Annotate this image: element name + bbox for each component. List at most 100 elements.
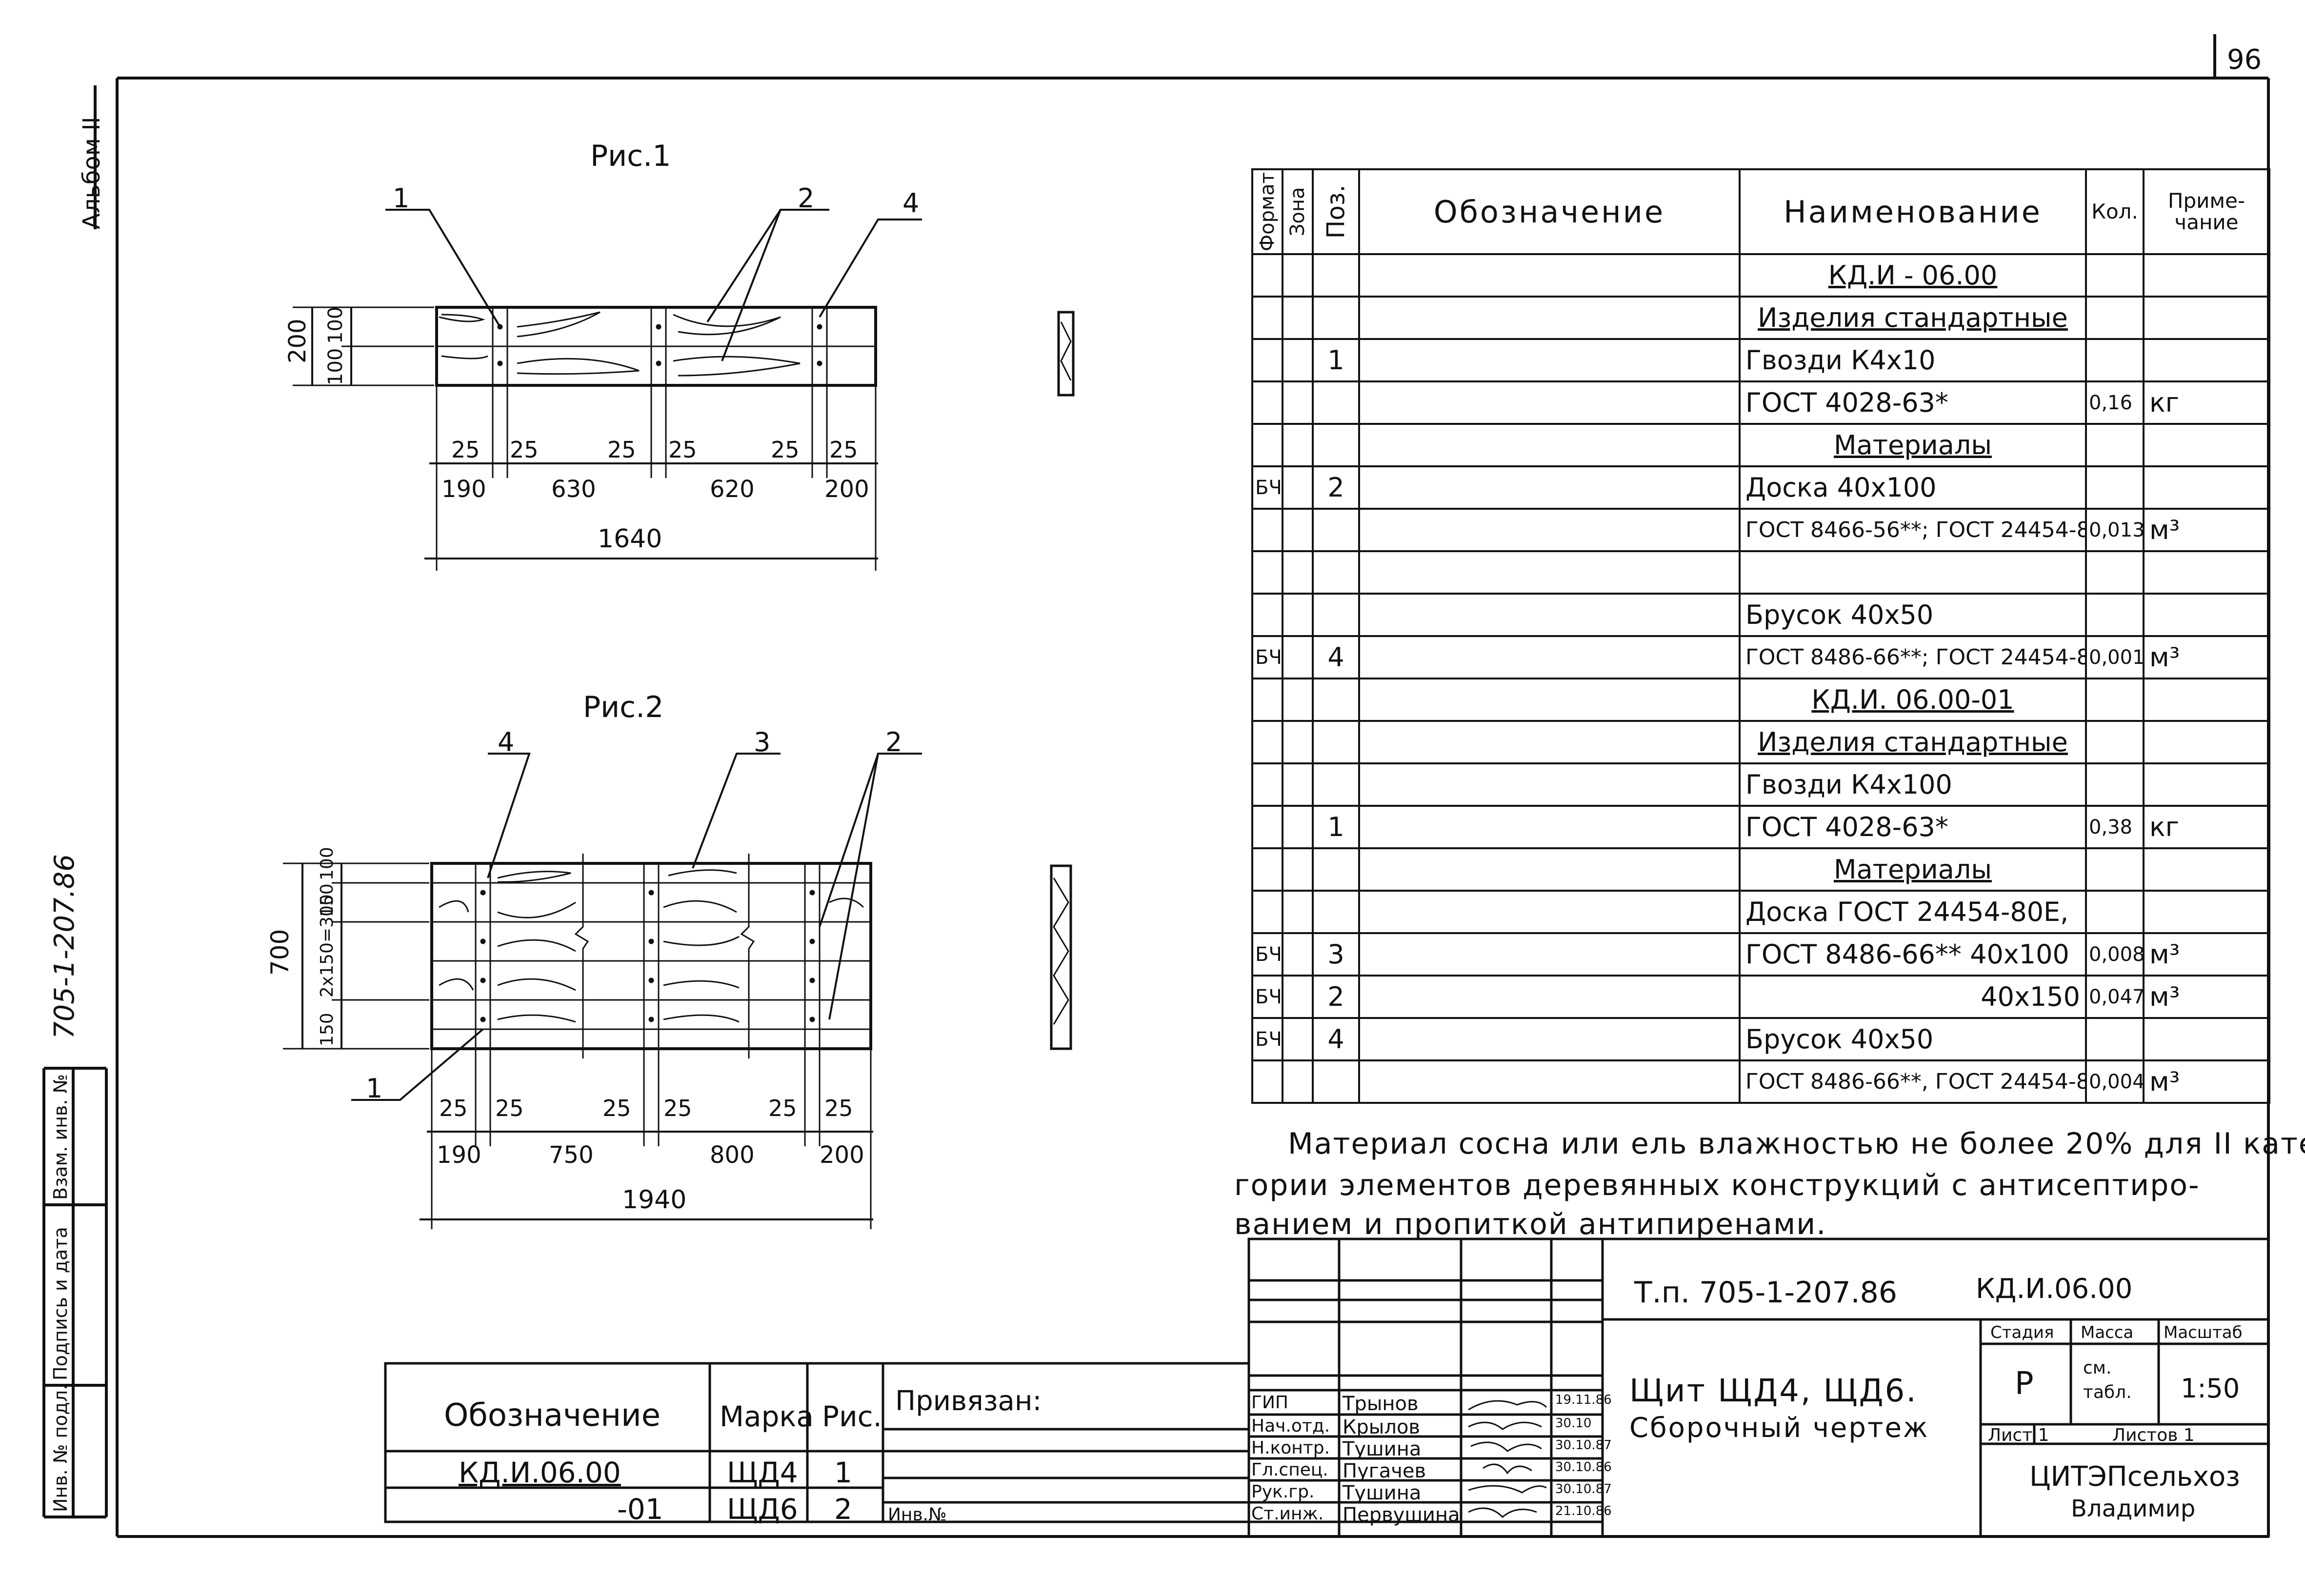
spec-qty-cell: [2085, 465, 2145, 510]
staff-name: Крылов: [1343, 1416, 1420, 1438]
staff-role: Ст.инж.: [1251, 1504, 1324, 1524]
figure-1-drawing: [293, 209, 1075, 571]
spec-row: Изделия стандартные: [1251, 720, 2270, 765]
spec-format-cell: БЧ: [1251, 465, 1283, 510]
stamp-vzam-inv: Взам. инв. №: [50, 1074, 71, 1200]
fig1-dim-25: 25: [451, 437, 480, 463]
spec-note-cell: [2143, 678, 2270, 722]
fig1-dim-total: 1640: [598, 524, 662, 554]
spec-qty-cell: [2085, 253, 2145, 298]
spec-designation-cell: [1358, 805, 1741, 850]
spec-row: Материалы: [1251, 423, 2270, 468]
spec-zone-cell: [1282, 805, 1314, 850]
spec-designation-cell: [1358, 932, 1741, 977]
spec-name-cell: Материалы: [1739, 847, 2087, 892]
spec-designation-cell: [1358, 253, 1741, 298]
spec-pos-cell: 3: [1312, 932, 1360, 977]
spec-note-cell: [2143, 720, 2270, 765]
spec-format-cell: [1251, 678, 1283, 722]
binding-header-mark: Марка: [720, 1400, 814, 1433]
fig2-dim-25: 25: [663, 1095, 692, 1121]
spec-zone-cell: [1282, 847, 1314, 892]
staff-date: 30.10.87: [1555, 1438, 1612, 1453]
spec-name-cell: 40х150: [1739, 975, 2087, 1019]
binding-row-1-fig: 1: [834, 1456, 852, 1489]
spec-format-cell: БЧ: [1251, 635, 1283, 680]
spec-qty-cell: [2085, 678, 2145, 722]
spec-zone-cell: [1282, 380, 1314, 425]
spec-zone-cell: [1282, 975, 1314, 1019]
spec-pos-cell: [1312, 296, 1360, 340]
fig2-callout-2: 2: [885, 727, 902, 758]
material-note-line-3: ванием и пропиткой антипиренами.: [1234, 1207, 1827, 1241]
fig1-dim-25: 25: [510, 437, 539, 463]
spec-designation-cell: [1358, 593, 1741, 638]
fig1-dim-620: 620: [710, 476, 755, 503]
figure-2-drawing: [283, 753, 1072, 1229]
material-note-line-2: гории элементов деревянных конструкций с…: [1234, 1168, 2200, 1202]
spec-pos-cell: [1312, 593, 1360, 638]
spec-designation-cell: [1358, 296, 1741, 340]
fig1-dim-25: 25: [668, 437, 697, 463]
fig2-dim-150a: 150: [317, 1013, 337, 1046]
fig1-dim-25: 25: [829, 437, 858, 463]
fig2-dim-total: 1940: [622, 1185, 687, 1215]
staff-date: 21.10.86: [1555, 1504, 1612, 1518]
fig1-dim-190: 190: [441, 476, 486, 503]
spec-name-cell: ГОСТ 8486-66**, ГОСТ 24454-80Е: [1739, 1059, 2087, 1104]
spec-qty-cell: [2085, 550, 2145, 595]
spec-designation-cell: [1358, 890, 1741, 935]
fig2-callout-1: 1: [366, 1073, 383, 1104]
col-name-header: Наименование: [1739, 168, 2087, 256]
stamp-podpis-data: Подпись и дата: [50, 1227, 71, 1380]
spec-qty-cell: 0,0012: [2085, 635, 2145, 680]
fig1-dim-25: 25: [607, 437, 636, 463]
fig2-dim-25: 25: [495, 1095, 524, 1121]
staff-role: Рук.гр.: [1251, 1482, 1315, 1502]
fig2-shield-outline: [430, 862, 872, 1050]
fig1-dim-100a: 100: [324, 348, 347, 385]
spec-qty-cell: [2085, 296, 2145, 340]
fig1-title: Рис.1: [590, 139, 671, 173]
staff-date: 30.10.86: [1555, 1460, 1612, 1475]
spec-qty-cell: [2085, 890, 2145, 935]
spec-note-cell: [2143, 847, 2270, 892]
spec-note-cell: кг: [2143, 380, 2270, 425]
spec-note-cell: [2143, 1017, 2270, 1062]
spec-zone-cell: [1282, 253, 1314, 298]
spec-name-cell: [1739, 550, 2087, 595]
fig1-section-view: [1057, 311, 1075, 397]
sheet-label: Лист 1: [1988, 1425, 2049, 1445]
title-code: КД.И.06.00: [1976, 1273, 2133, 1305]
spec-qty-cell: [2085, 338, 2145, 383]
spec-note-cell: [2143, 550, 2270, 595]
spec-designation-cell: [1358, 762, 1741, 807]
spec-pos-cell: [1312, 508, 1360, 553]
binding-row-2-fig: 2: [834, 1493, 852, 1526]
spec-row: Изделия стандартные: [1251, 296, 2270, 340]
spec-name-cell: Изделия стандартные: [1739, 720, 2087, 765]
spec-designation-cell: [1358, 1059, 1741, 1104]
stage-label: Стадия: [1990, 1323, 2054, 1342]
binding-row-2-designation: -01: [617, 1493, 663, 1526]
spec-note-cell: м³: [2143, 1059, 2270, 1104]
spec-format-cell: [1251, 847, 1283, 892]
staff-date: 19.11.86: [1555, 1393, 1612, 1407]
spec-zone-cell: [1282, 1059, 1314, 1104]
spec-format-cell: [1251, 380, 1283, 425]
col-pos-header: Поз.: [1313, 169, 1359, 255]
spec-format-cell: [1251, 720, 1283, 765]
spec-note-cell: [2143, 253, 2270, 298]
binding-table-lines: [384, 1362, 1250, 1523]
staff-name: Трынов: [1343, 1393, 1419, 1415]
spec-name-cell: Гвозди К4х100: [1739, 762, 2087, 807]
spec-note-cell: м³: [2143, 508, 2270, 553]
spec-format-cell: [1251, 593, 1283, 638]
